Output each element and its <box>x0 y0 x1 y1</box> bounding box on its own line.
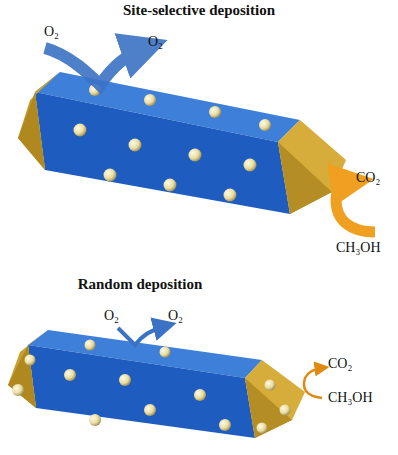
reactant-label: O₂ <box>44 24 59 39</box>
metal-particles <box>74 84 272 202</box>
panel-heading: Site-selective deposition <box>123 2 275 19</box>
product-label: O₂ <box>168 308 183 323</box>
reactant-label: O₂ <box>104 308 119 323</box>
product-label: O₂ <box>148 34 163 49</box>
metal-particles <box>12 340 291 434</box>
reactant-label: CH₃OH <box>336 240 381 255</box>
methanol-arrow <box>336 182 375 232</box>
product-label: CO₂ <box>356 170 380 185</box>
panel-heading: Random deposition <box>78 276 203 293</box>
oxygen-arrow <box>118 326 165 345</box>
product-label: CO₂ <box>328 356 352 371</box>
methanol-arrow <box>304 368 322 398</box>
nanorod-random <box>8 330 305 438</box>
oxygen-arrow <box>45 48 145 85</box>
reactant-label: CH₃OH <box>328 390 373 405</box>
nanorod-site-selective <box>18 72 346 214</box>
